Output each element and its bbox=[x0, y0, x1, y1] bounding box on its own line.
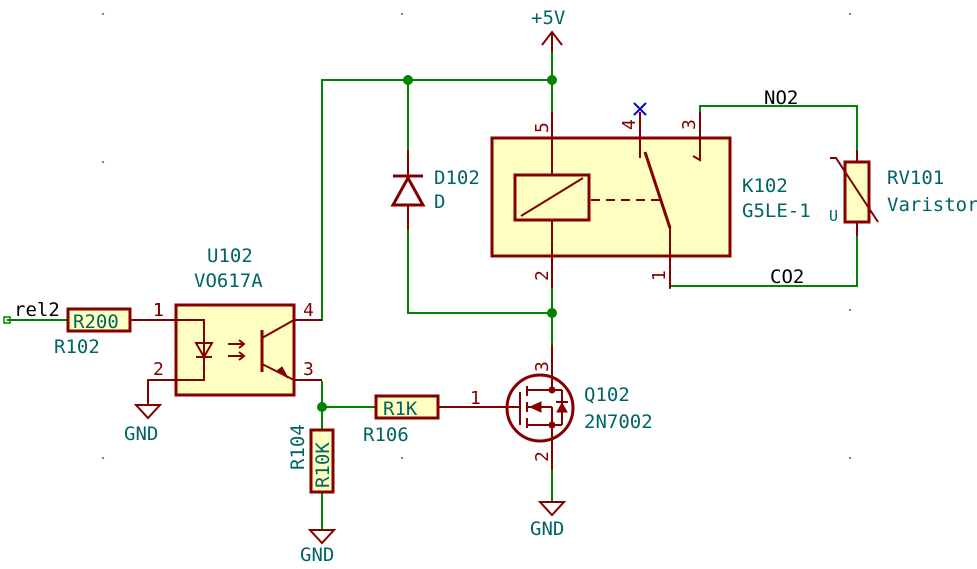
diode-d102[interactable]: D102 D bbox=[390, 150, 480, 230]
resistor-r104[interactable]: R10K R104 bbox=[287, 424, 335, 494]
u102-pin2: 2 bbox=[153, 359, 164, 380]
r102-value: R200 bbox=[73, 311, 119, 333]
r106-ref: R106 bbox=[363, 424, 409, 446]
r102-body[interactable] bbox=[66, 307, 132, 333]
resistor-r106[interactable]: R1K R106 bbox=[363, 394, 505, 446]
d102-value: D bbox=[434, 191, 445, 213]
gnd-label: GND bbox=[530, 518, 564, 540]
net-label-rel2[interactable]: rel2 bbox=[14, 299, 60, 321]
body-diode-icon bbox=[556, 401, 568, 413]
grid-points bbox=[101, 12, 852, 460]
gnd-r104[interactable]: GND bbox=[300, 529, 337, 566]
junction-dot bbox=[547, 308, 557, 318]
varistor-rv101[interactable]: U RV101 Varistor bbox=[829, 150, 977, 236]
k102-value: G5LE-1 bbox=[742, 200, 811, 222]
r106-value: R1K bbox=[383, 398, 418, 420]
relay-switch-icon bbox=[643, 151, 672, 229]
u102-body[interactable] bbox=[174, 303, 296, 397]
net-label-no2[interactable]: NO2 bbox=[764, 87, 798, 109]
ground-icon bbox=[133, 404, 163, 420]
diode-icon[interactable] bbox=[390, 174, 426, 207]
q102-value: 2N7002 bbox=[584, 411, 653, 433]
u102-pin1: 1 bbox=[153, 300, 164, 321]
u102-pin4: 4 bbox=[303, 300, 314, 321]
k102-pin3: 3 bbox=[679, 119, 700, 130]
rv101-value: Varistor bbox=[887, 194, 977, 216]
emitter-arrow-icon bbox=[276, 366, 289, 379]
r102-ref: R102 bbox=[54, 336, 100, 358]
varistor-icon bbox=[830, 157, 879, 223]
ground-icon bbox=[307, 529, 337, 545]
wires[interactable] bbox=[7, 49, 858, 531]
net-label-co2[interactable]: CO2 bbox=[770, 266, 804, 288]
input-port-icon[interactable] bbox=[3, 316, 11, 324]
q102-pin1: 1 bbox=[470, 388, 481, 409]
k102-body[interactable] bbox=[490, 136, 732, 258]
q102-ref: Q102 bbox=[584, 384, 630, 406]
junction-dot bbox=[403, 75, 413, 85]
gnd-q102[interactable]: GND bbox=[530, 501, 567, 540]
r104-value: R10K bbox=[312, 442, 334, 488]
d102-ref: D102 bbox=[434, 167, 480, 189]
wire-no2[interactable] bbox=[699, 105, 858, 151]
k102-ref: K102 bbox=[742, 175, 788, 197]
mosfet-arrow-icon bbox=[528, 401, 542, 413]
junctions bbox=[317, 75, 557, 412]
r104-ref: R104 bbox=[287, 424, 309, 470]
power-arrow-icon bbox=[541, 30, 563, 46]
gnd-label: GND bbox=[124, 423, 158, 445]
u102-led-lead bbox=[176, 319, 205, 381]
k102-pin4: 4 bbox=[619, 119, 640, 130]
gnd-u102[interactable]: GND bbox=[124, 380, 163, 445]
ground-icon bbox=[537, 501, 567, 517]
junction-dot bbox=[547, 75, 557, 85]
junction-dot bbox=[317, 402, 327, 412]
u102-ref: U102 bbox=[207, 245, 253, 267]
mosfet-q102[interactable]: 1 2 3 Q102 2N7002 bbox=[470, 345, 653, 470]
u102-pin3: 3 bbox=[303, 359, 314, 380]
rv101-body[interactable] bbox=[843, 160, 871, 224]
relay-coil-icon bbox=[513, 173, 591, 222]
rv101-u-mark: U bbox=[829, 207, 838, 225]
k102-pin5: 5 bbox=[532, 122, 553, 133]
wire-d102-anode[interactable] bbox=[407, 229, 553, 314]
gnd-label: GND bbox=[300, 544, 334, 566]
k102-pin2: 2 bbox=[532, 270, 553, 281]
r104-body[interactable] bbox=[309, 428, 335, 494]
rv101-ref: RV101 bbox=[887, 167, 944, 189]
k102-pin1: 1 bbox=[649, 270, 670, 281]
optocoupler-u102[interactable]: 1 2 3 4 U102 VO617A bbox=[148, 245, 322, 397]
power-5v[interactable]: +5V bbox=[531, 7, 565, 52]
q102-pin2: 2 bbox=[532, 451, 553, 462]
resistor-r102[interactable]: R200 R102 1 bbox=[54, 300, 170, 358]
power-5v-label: +5V bbox=[531, 7, 565, 29]
r102-pin-number: 1 bbox=[153, 300, 164, 321]
relay-k102[interactable]: 5 2 4 3 1 K102 G5LE-1 bbox=[490, 102, 811, 288]
u102-value: VO617A bbox=[194, 270, 263, 292]
q102-pin3: 3 bbox=[532, 361, 553, 372]
relay-no-contact bbox=[692, 138, 701, 162]
led-icon bbox=[194, 342, 214, 360]
